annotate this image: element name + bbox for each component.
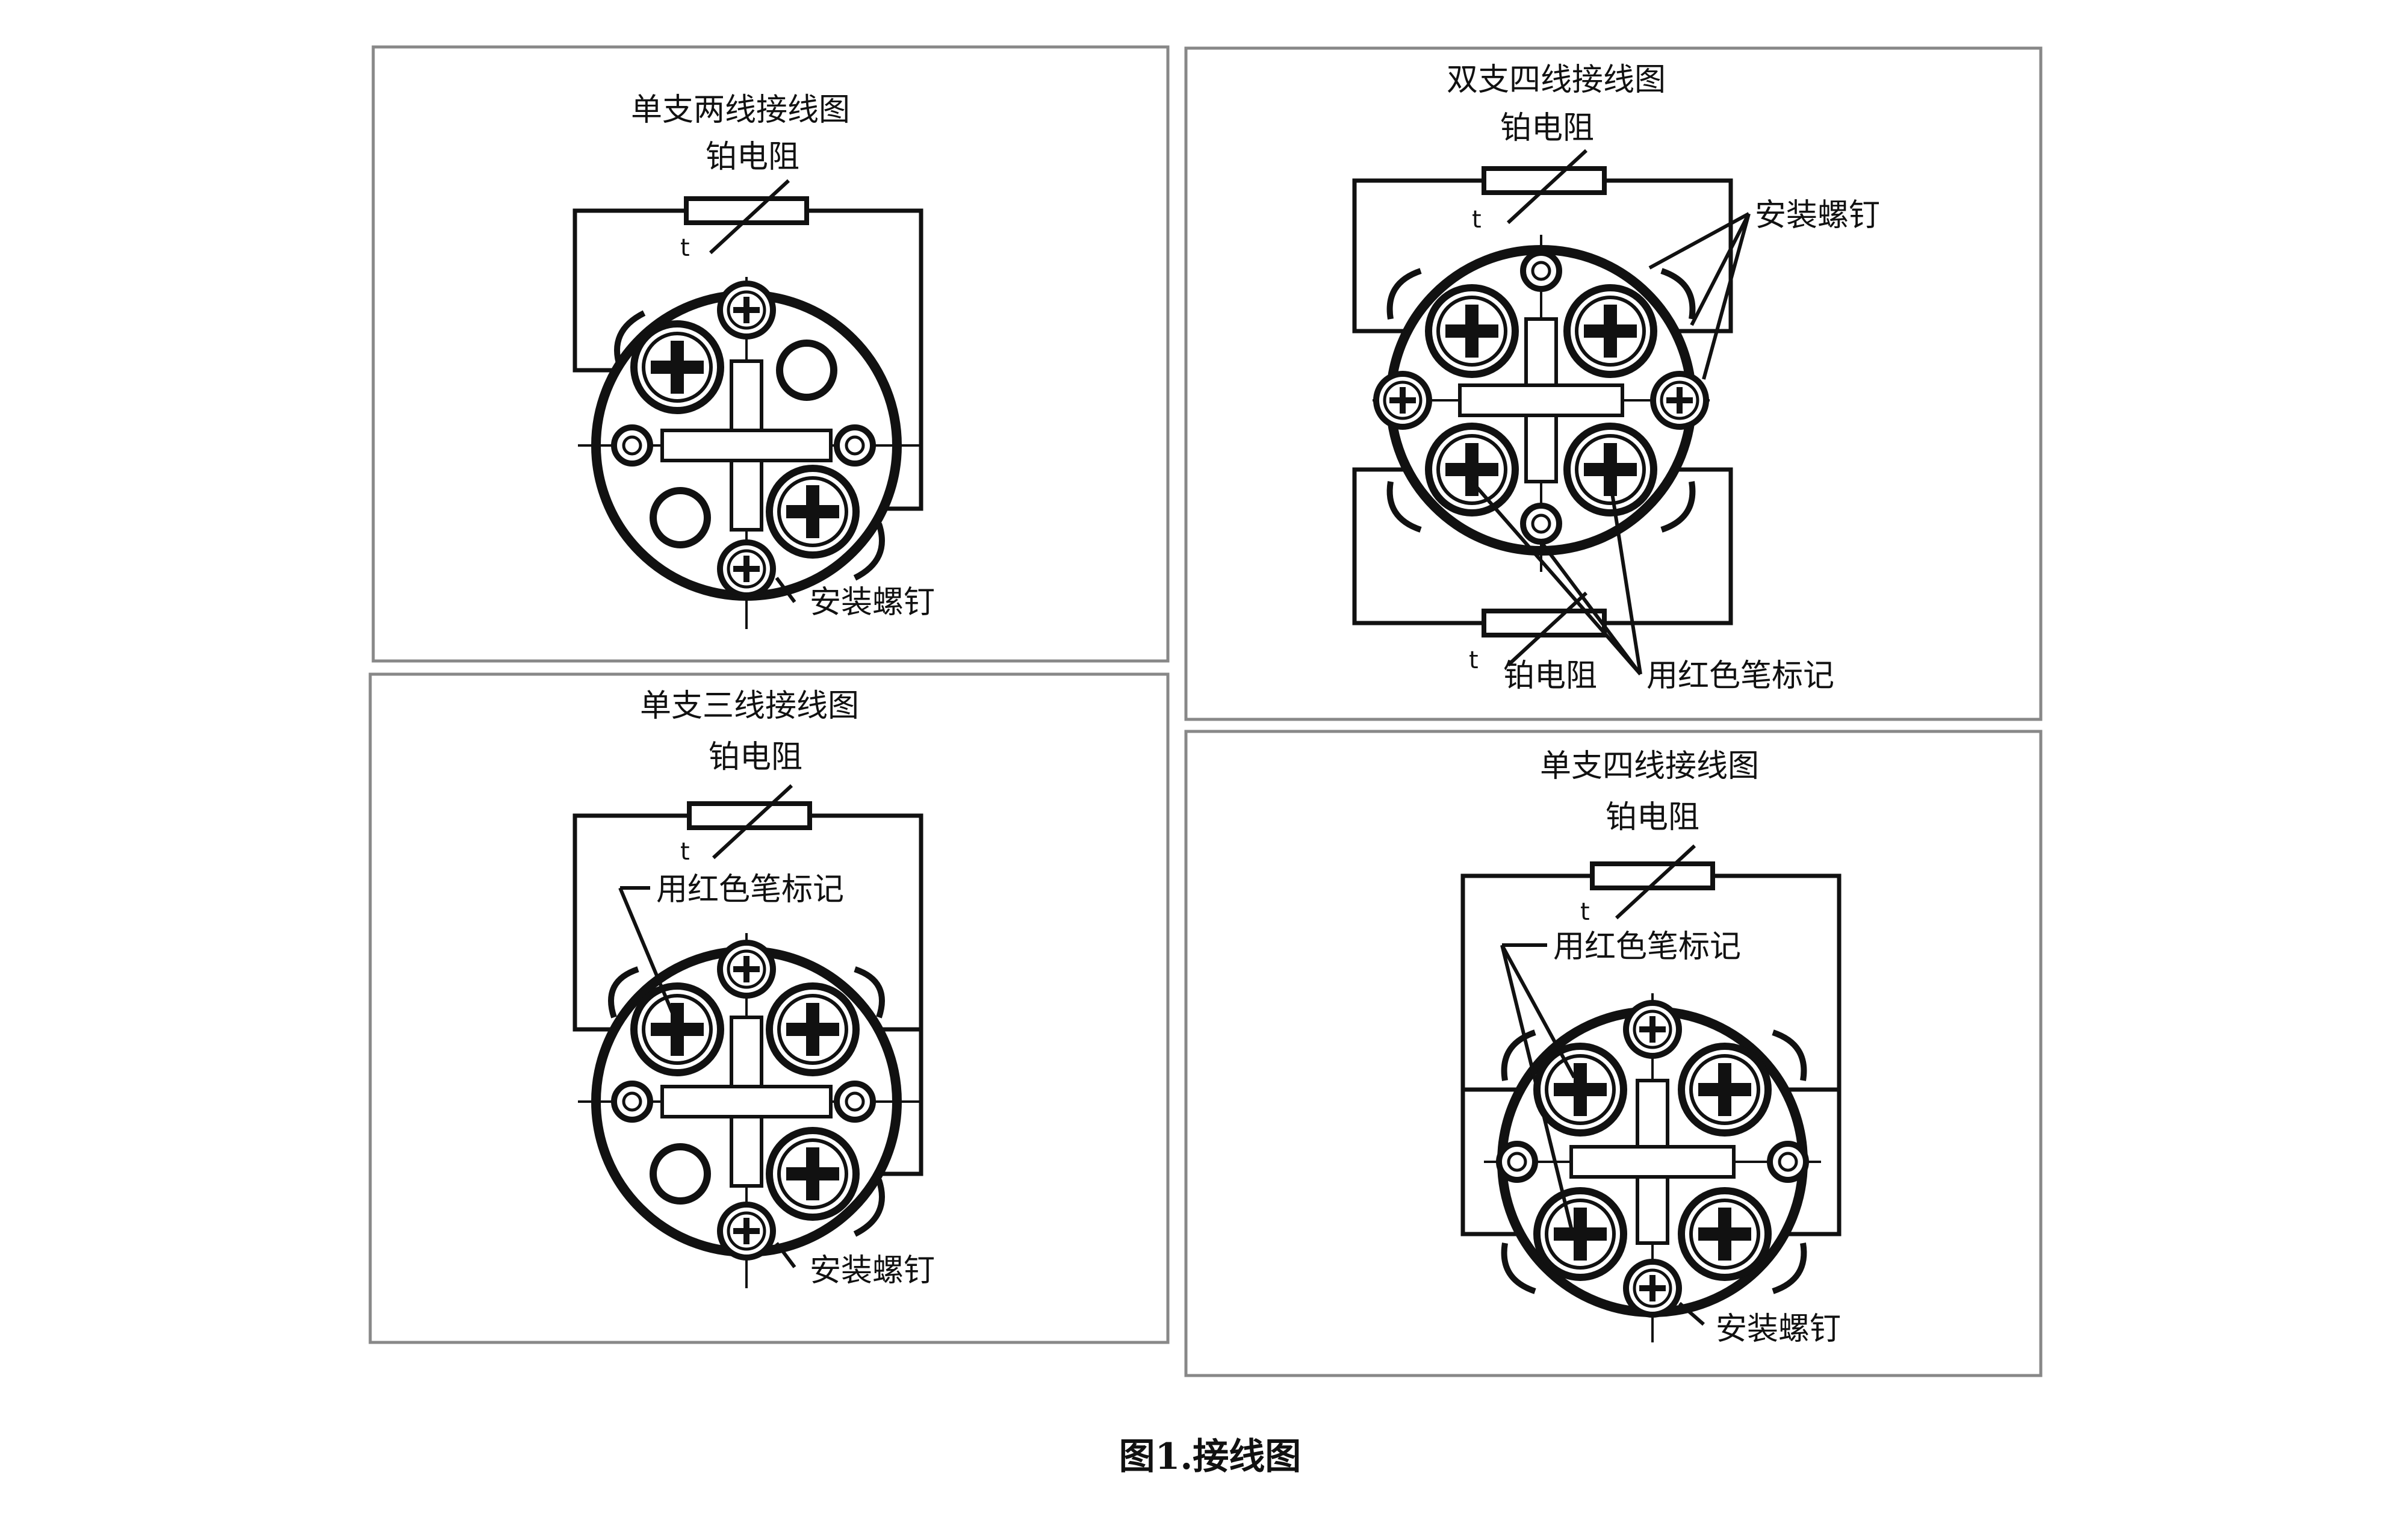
- screw-label: 安装螺钉: [810, 585, 935, 621]
- terminal: [1567, 288, 1654, 374]
- terminal-head: [578, 277, 921, 629]
- terminal: [769, 468, 856, 555]
- leader-line: [1678, 1301, 1705, 1326]
- leader-line: [1539, 541, 1642, 675]
- ring-hole: [1523, 506, 1559, 542]
- ring-hole: [1523, 253, 1559, 289]
- ring-hole: [1499, 1144, 1535, 1180]
- terminal: [1567, 426, 1654, 513]
- wire: [573, 208, 686, 373]
- terminal-head: [1484, 993, 1821, 1342]
- leader-line: [1690, 212, 1751, 326]
- panel-single-four-wire: 单支四线接线图 铂电阻 t 用红色笔标记: [1184, 730, 2043, 1377]
- terminal: [1537, 1191, 1624, 1277]
- leader-line: [1609, 481, 1642, 675]
- panel-dual-four-wire: 双支四线接线图 铂电阻 t t 铂电阻: [1184, 46, 2043, 721]
- mounting-screw: [720, 542, 773, 595]
- panel-title: 双支四线接线图: [1447, 62, 1666, 98]
- wire: [1352, 467, 1484, 625]
- wire: [1604, 178, 1733, 333]
- leader-line: [1702, 213, 1751, 380]
- mounting-screw: [720, 943, 773, 996]
- panel-three-wire: 单支三线接线图 铂电阻 t 用红色笔标记 安装螺钉: [368, 672, 1170, 1344]
- terminal: [1429, 426, 1515, 513]
- mounting-screw: [720, 284, 773, 337]
- resistor-label: 铂电阻: [1606, 799, 1699, 836]
- resistor-label: 铂电阻: [1500, 110, 1594, 146]
- t-label: t: [680, 838, 690, 866]
- ring-hole: [1770, 1144, 1806, 1180]
- ring-hole: [837, 427, 873, 464]
- terminal: [1681, 1046, 1768, 1133]
- ring-hole: [837, 1084, 873, 1120]
- wire: [1352, 178, 1484, 333]
- terminal: [1537, 1046, 1624, 1133]
- terminal: [1429, 288, 1515, 374]
- resistor-label: 铂电阻: [709, 739, 802, 775]
- terminal: [634, 324, 721, 411]
- wire: [810, 813, 923, 1032]
- resistor-label: 铂电阻: [706, 139, 799, 175]
- ring-hole: [614, 1084, 650, 1120]
- terminal: [634, 986, 721, 1073]
- terminal: [769, 986, 856, 1073]
- panel-title: 单支三线接线图: [640, 688, 859, 724]
- panel-two-wire: 单支两线接线图 铂电阻 t 安装螺钉: [371, 45, 1170, 663]
- mark-label: 用红色笔标记: [1553, 929, 1741, 965]
- mounting-screw: [1376, 374, 1429, 427]
- ring-hole: [650, 487, 711, 548]
- leader-line: [775, 577, 796, 603]
- figure-caption: 图1.接线图: [1119, 1436, 1302, 1478]
- terminal-head: [1373, 235, 1710, 572]
- screw-label: 安装螺钉: [810, 1253, 935, 1289]
- terminal-head: [578, 933, 921, 1288]
- screw-label: 安装螺钉: [1716, 1311, 1841, 1347]
- t-label: t: [680, 234, 690, 262]
- wire: [1604, 467, 1733, 625]
- wire: [1460, 873, 1592, 1236]
- wire: [1713, 873, 1842, 1236]
- panel-title: 单支四线接线图: [1540, 748, 1759, 784]
- leader-line: [1470, 480, 1642, 675]
- terminal: [1681, 1191, 1768, 1277]
- ring-hole: [650, 1143, 711, 1205]
- leader-line: [1500, 944, 1576, 1079]
- panel-title: 单支两线接线图: [631, 92, 850, 128]
- leader-line: [618, 887, 676, 1019]
- mounting-screw: [1626, 1262, 1679, 1315]
- t-label: t: [1472, 206, 1482, 234]
- mounting-screw: [1653, 374, 1706, 427]
- mounting-screw: [1626, 1003, 1679, 1056]
- wire: [573, 813, 689, 1032]
- terminal: [769, 1131, 856, 1217]
- t-label: t: [1580, 898, 1590, 926]
- screw-label: 安装螺钉: [1755, 197, 1880, 234]
- leader-line: [1648, 212, 1750, 270]
- ring-hole: [614, 427, 650, 464]
- t-label: t: [1469, 647, 1479, 674]
- ring-hole: [776, 340, 837, 401]
- resistor-label: 铂电阻: [1503, 658, 1597, 694]
- leader-line: [775, 1242, 796, 1268]
- mounting-screw: [720, 1205, 773, 1258]
- leader-line: [1500, 945, 1573, 1229]
- mark-label: 用红色笔标记: [656, 872, 844, 908]
- mark-label: 用红色笔标记: [1646, 658, 1834, 694]
